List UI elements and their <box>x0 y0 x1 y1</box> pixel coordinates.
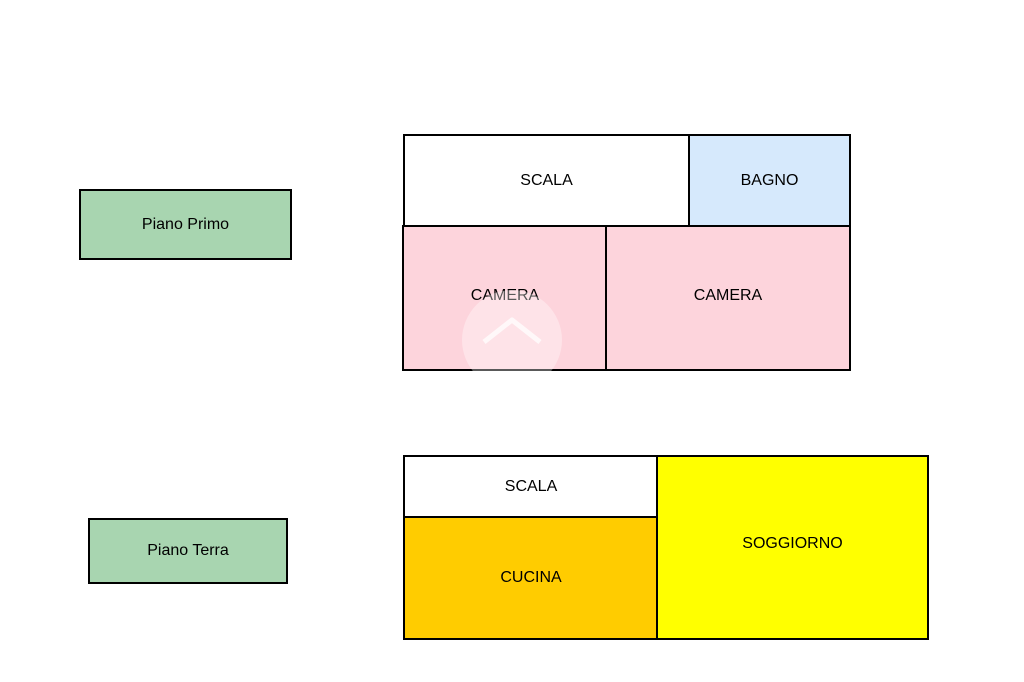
room-camera-left: CAMERA <box>402 225 608 371</box>
room-scala-terra: SCALA <box>403 455 659 518</box>
room-name: CAMERA <box>470 287 540 304</box>
room-name: SCALA <box>520 171 573 189</box>
room-cucina: CUCINA <box>403 516 659 640</box>
room-name: BAGNO <box>740 171 799 189</box>
floor-label-text: Piano Primo <box>141 215 230 233</box>
room-soggiorno: SOGGIORNO <box>656 455 929 640</box>
floor-label-text: Piano Terra <box>147 542 229 559</box>
floor-label-piano-terra: Piano Terra <box>88 518 288 584</box>
room-name: SOGGIORNO <box>742 534 843 552</box>
floor-label-piano-primo: Piano Primo <box>79 189 292 260</box>
room-name: CAMERA <box>693 287 763 304</box>
room-camera-right: CAMERA <box>605 225 851 371</box>
room-name: CUCINA <box>500 569 562 586</box>
room-scala-primo: SCALA <box>403 134 690 227</box>
room-bagno: BAGNO <box>688 134 851 227</box>
house-logo-icon <box>462 290 562 390</box>
room-name: SCALA <box>504 477 558 495</box>
